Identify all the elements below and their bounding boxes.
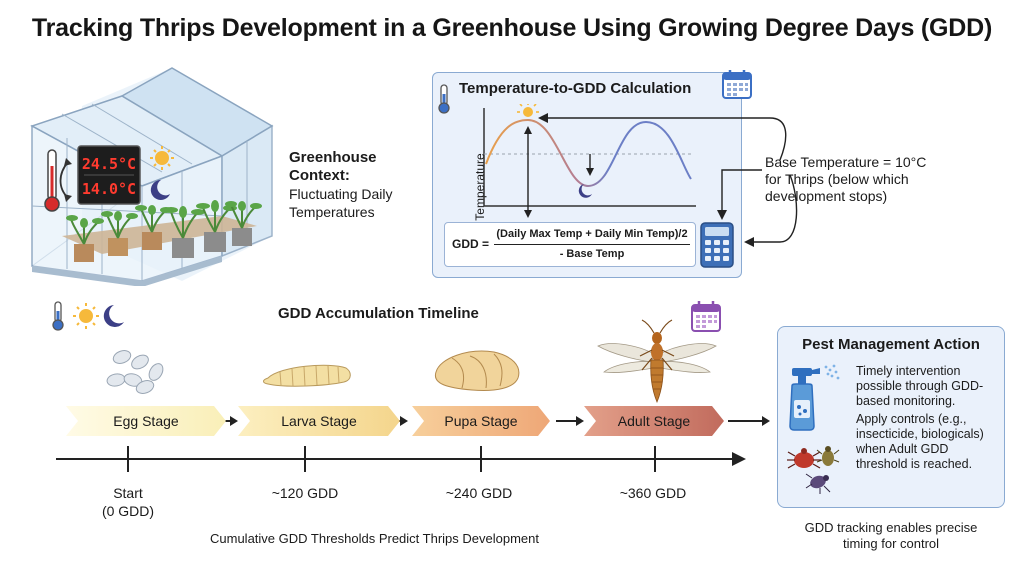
- tick-label-start: Start (0 GDD): [88, 484, 168, 520]
- calculation-title: Temperature-to-GDD Calculation: [459, 80, 692, 97]
- tick-label-360: ~360 GDD: [619, 485, 687, 501]
- pest-management-title: Pest Management Action: [802, 336, 980, 353]
- display-night-temp: 14.0°C: [82, 180, 136, 198]
- sun-icon: [150, 146, 174, 170]
- tick-start-line-1: Start: [113, 485, 143, 501]
- beetle-icon: [816, 446, 840, 466]
- diagram-title: Tracking Thrips Development in a Greenho…: [31, 14, 993, 42]
- sun-icon: [73, 303, 99, 329]
- pest-text-controls: Apply controls (e.g., insecticide, biolo…: [856, 412, 984, 471]
- mite-icon: [787, 448, 821, 469]
- pest-caption-line-1: GDD tracking enables precise: [804, 520, 978, 535]
- moon-icon: [150, 179, 170, 200]
- context-text-1: Fluctuating Daily: [289, 186, 393, 202]
- greenhouse-context: Greenhouse Context: Fluctuating Daily Te…: [289, 149, 429, 221]
- pest-management-text: Timely intervention possible through GDD…: [856, 364, 1001, 472]
- timeline-title: GDD Accumulation Timeline: [278, 305, 479, 322]
- pest-caption-line-2: timing for control: [842, 536, 940, 551]
- spray-bottle-icon: [789, 364, 840, 431]
- sun-icon: [517, 104, 539, 117]
- greenhouse-illustration: 24.5°C 14.0°C: [30, 67, 274, 286]
- larva-illustration: [263, 364, 351, 387]
- pest-management-caption: GDD tracking enables precise timing for …: [780, 520, 1002, 552]
- calculator-icon: [700, 222, 734, 268]
- base-temp-line-2: for Thrips (below which: [765, 171, 909, 187]
- stage-egg: Egg Stage: [66, 406, 226, 436]
- pest-bugs-illustration: [787, 446, 840, 494]
- temperature-curve-chart: [483, 104, 696, 218]
- thermometer-icon: [52, 301, 64, 331]
- calendar-icon: [691, 301, 721, 332]
- bug-icon: [805, 473, 831, 494]
- thermometer-icon: [438, 84, 450, 114]
- pest-text-intervention: Timely intervention possible through GDD…: [856, 364, 984, 408]
- stage-adult: Adult Stage: [584, 406, 724, 436]
- calendar-icon: [722, 70, 752, 99]
- base-temp-line-1: Base Temperature = 10°C: [765, 154, 927, 170]
- moon-icon: [103, 305, 124, 327]
- display-day-temp: 24.5°C: [82, 155, 136, 173]
- tick-label-120: ~120 GDD: [271, 485, 339, 501]
- stage-larva: Larva Stage: [238, 406, 400, 436]
- timeline-icons: [52, 301, 124, 331]
- thermometer-icon: [44, 149, 60, 212]
- formula-numerator: (Daily Max Temp + Daily Min Temp)/2: [496, 228, 688, 240]
- pupa-illustration: [434, 350, 520, 391]
- base-temperature-note: Base Temperature = 10°C for Thrips (belo…: [765, 154, 965, 205]
- tick-label-240: ~240 GDD: [445, 485, 513, 501]
- context-text-2: Temperatures: [289, 204, 375, 220]
- moon-icon: [578, 184, 592, 198]
- adult-thrips-illustration: [597, 319, 717, 404]
- context-heading-1: Greenhouse: [289, 149, 377, 166]
- formula-fraction-bar: [494, 244, 690, 245]
- formula-lhs: GDD =: [452, 237, 490, 251]
- stage-pupa: Pupa Stage: [412, 406, 550, 436]
- timeline-caption: Cumulative GDD Thresholds Predict Thrips…: [210, 531, 539, 546]
- egg-illustration: [106, 350, 164, 394]
- formula-denominator: - Base Temp: [559, 248, 625, 260]
- context-heading-2: Context:: [289, 167, 350, 184]
- tick-start-line-2: (0 GDD): [101, 503, 155, 519]
